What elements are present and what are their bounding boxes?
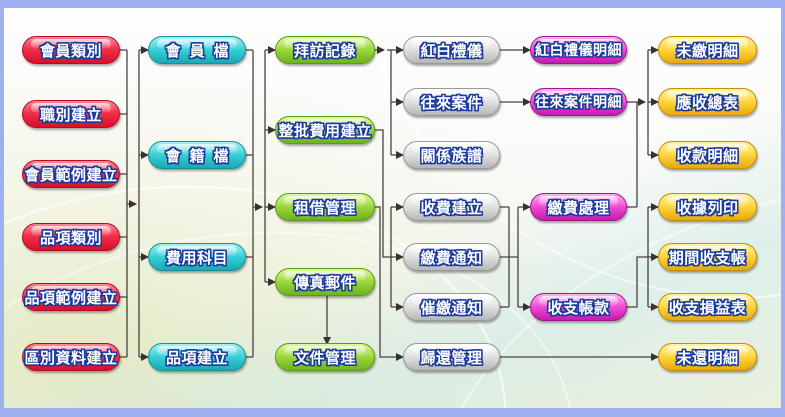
- node-expense-subject[interactable]: 費用科目: [148, 243, 246, 271]
- node-unreturned-detail[interactable]: 未還明細: [658, 343, 757, 371]
- node-label: 會員範例建立: [24, 165, 118, 184]
- node-label: 會籍檔: [165, 146, 238, 165]
- node-district-data[interactable]: 區別資料建立: [22, 343, 120, 371]
- node-label: 品項類別: [39, 228, 102, 247]
- node-label: 應收總表: [676, 93, 739, 112]
- node-ceremony-detail[interactable]: 紅白禮儀明細: [530, 36, 627, 64]
- node-label: 收支帳款: [547, 298, 610, 317]
- node-payment-notice[interactable]: 繳費通知: [403, 243, 500, 271]
- node-label: 整批費用建立: [278, 121, 372, 140]
- node-label: 傳真郵件: [293, 273, 356, 292]
- node-member-type[interactable]: 會員類別: [22, 36, 120, 64]
- node-label: 區別資料建立: [24, 348, 118, 367]
- node-label: 紅白禮儀明細: [535, 43, 622, 59]
- node-family-tree[interactable]: 關係族譜: [403, 141, 500, 169]
- node-label: 費用科目: [165, 248, 228, 267]
- node-label: 收支損益表: [668, 298, 747, 317]
- node-label: 繳費通知: [420, 248, 483, 267]
- node-label: 紅白禮儀: [420, 41, 483, 60]
- node-label: 往來案件: [420, 93, 483, 112]
- node-payment-processing[interactable]: 繳費處理: [530, 193, 627, 221]
- node-profit-loss[interactable]: 收支損益表: [658, 293, 757, 321]
- connector: [375, 129, 404, 261]
- node-period-ledger[interactable]: 期間收支帳: [658, 243, 757, 271]
- node-member-template[interactable]: 會員範例建立: [22, 160, 120, 188]
- node-rental-mgmt[interactable]: 租借管理: [275, 193, 375, 221]
- connector: [246, 49, 254, 358]
- node-label: 收據列印: [676, 198, 739, 217]
- node-doc-mgmt[interactable]: 文件管理: [275, 343, 375, 371]
- node-receipt-detail[interactable]: 收款明細: [658, 141, 757, 169]
- node-job-setup[interactable]: 職別建立: [22, 100, 120, 128]
- node-receipt-print[interactable]: 收據列印: [658, 193, 757, 221]
- node-ceremony[interactable]: 紅白禮儀: [403, 36, 500, 64]
- node-label: 關係族譜: [420, 146, 483, 165]
- connector: [375, 206, 404, 361]
- connector: [627, 256, 645, 308]
- node-label: 催繳通知: [420, 298, 483, 317]
- node-label: 租借管理: [293, 198, 356, 217]
- node-label: 往來案件明細: [535, 95, 622, 111]
- node-label: 會員檔: [165, 41, 238, 60]
- node-fax-mail[interactable]: 傳真郵件: [275, 268, 375, 296]
- connector: [627, 101, 638, 208]
- node-label: 期間收支帳: [668, 248, 747, 267]
- node-item-template[interactable]: 品項範例建立: [22, 283, 120, 311]
- node-label: 會員類別: [39, 41, 102, 60]
- node-fee-setup[interactable]: 收費建立: [403, 193, 500, 221]
- node-batch-fee[interactable]: 整批費用建立: [275, 116, 375, 144]
- node-label: 拜訪記錄: [293, 41, 356, 60]
- node-member-file[interactable]: 會員檔: [148, 36, 246, 64]
- node-label: 未還明細: [676, 348, 739, 367]
- node-label: 品項建立: [165, 348, 228, 367]
- node-label: 歸還管理: [420, 348, 483, 367]
- node-label: 文件管理: [293, 348, 356, 367]
- node-unpaid-detail[interactable]: 未繳明細: [658, 36, 757, 64]
- node-receivable-summary[interactable]: 應收總表: [658, 88, 757, 116]
- node-visit-record[interactable]: 拜訪記錄: [275, 36, 375, 64]
- node-cases-detail[interactable]: 往來案件明細: [530, 88, 627, 116]
- node-item-type[interactable]: 品項類別: [22, 223, 120, 251]
- node-income-expense[interactable]: 收支帳款: [530, 293, 627, 321]
- node-label: 職別建立: [39, 105, 102, 124]
- node-cases[interactable]: 往來案件: [403, 88, 500, 116]
- node-label: 品項範例建立: [24, 288, 118, 307]
- node-return-mgmt[interactable]: 歸還管理: [403, 343, 500, 371]
- node-item-setup[interactable]: 品項建立: [148, 343, 246, 371]
- connector: [120, 49, 128, 358]
- connector: [500, 206, 518, 308]
- node-membership-file[interactable]: 會籍檔: [148, 141, 246, 169]
- node-label: 收款明細: [676, 146, 739, 165]
- node-reminder-notice[interactable]: 催繳通知: [403, 293, 500, 321]
- node-label: 收費建立: [420, 198, 483, 217]
- node-label: 繳費處理: [547, 198, 610, 217]
- node-label: 未繳明細: [676, 41, 739, 60]
